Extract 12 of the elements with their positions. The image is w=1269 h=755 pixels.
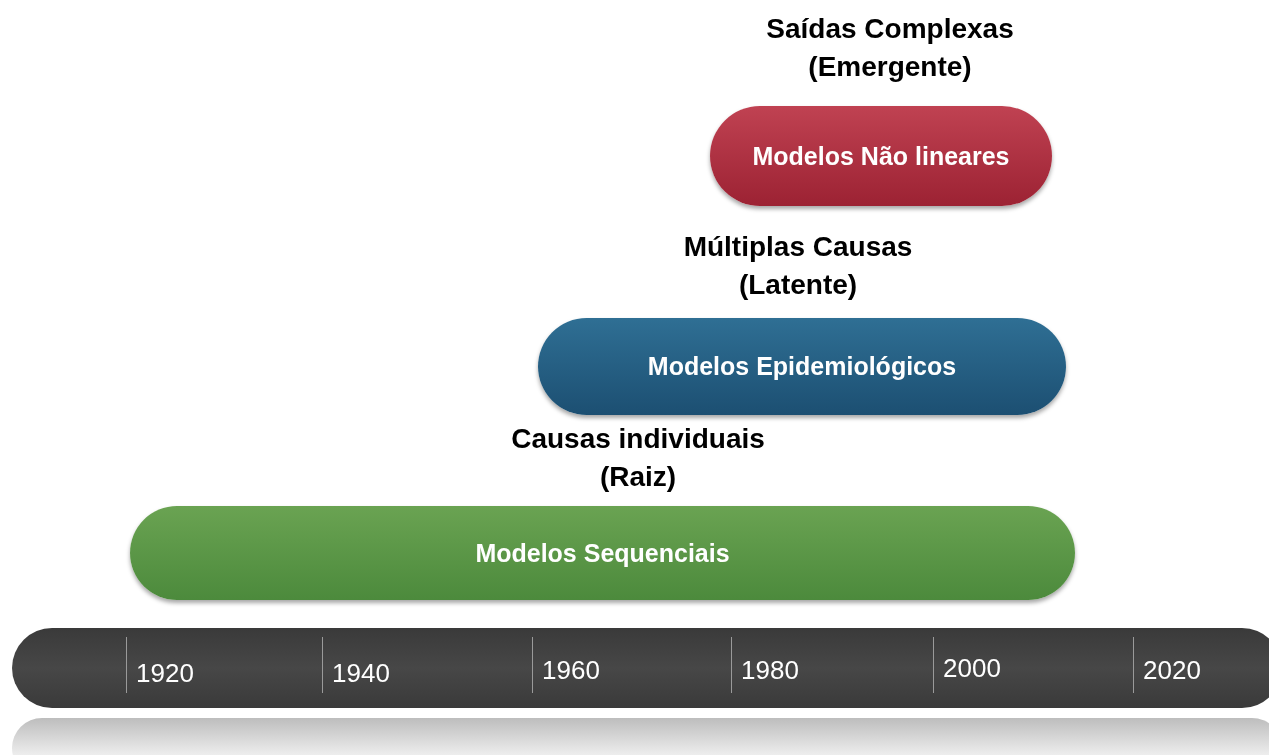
year-label: 2020 bbox=[1143, 655, 1201, 685]
heading-text: Múltiplas Causas (Latente) bbox=[682, 230, 914, 302]
model-pill: Modelos Não lineares bbox=[710, 106, 1052, 206]
heading-text: Causas individuais (Raiz) bbox=[510, 422, 766, 494]
year-label: 1940 bbox=[332, 658, 390, 688]
year-label: 1980 bbox=[741, 655, 799, 685]
year-label: 1920 bbox=[136, 658, 194, 688]
year-label: 2000 bbox=[943, 653, 1001, 683]
heading-text: Saídas Complexas (Emergente) bbox=[765, 12, 1015, 84]
model-pill: Modelos Epidemiológicos bbox=[538, 318, 1066, 415]
year-label: 1960 bbox=[542, 655, 600, 685]
model-pill: Modelos Sequenciais bbox=[130, 506, 1075, 600]
